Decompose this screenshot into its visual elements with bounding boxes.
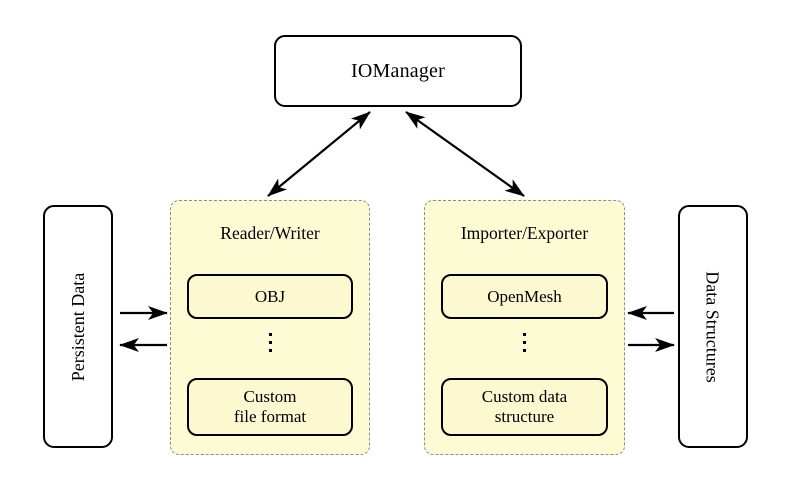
- item-custom-data-structure[interactable]: Custom data structure: [441, 378, 608, 436]
- ellipsis-reader-writer: [171, 333, 369, 352]
- ellipsis-dot: [523, 349, 526, 352]
- item-custom-data-structure-line1: Custom data: [481, 387, 568, 407]
- io-manager-node[interactable]: IOManager: [274, 35, 522, 107]
- ellipsis-importer-exporter: [425, 333, 624, 352]
- item-custom-data-structure-line2: structure: [494, 407, 555, 426]
- item-openmesh-label: OpenMesh: [487, 286, 562, 306]
- ellipsis-dot: [268, 341, 272, 344]
- panel-importer-exporter[interactable]: Importer/Exporter OpenMesh Custom data s…: [424, 200, 625, 455]
- item-obj-label: OBJ: [254, 286, 286, 306]
- panel-reader-writer[interactable]: Reader/Writer OBJ Custom file format: [170, 200, 370, 455]
- item-obj[interactable]: OBJ: [187, 274, 353, 319]
- panel-reader-writer-title: Reader/Writer: [220, 223, 320, 243]
- connector-manager-to-reader-writer: [267, 111, 371, 197]
- item-openmesh[interactable]: OpenMesh: [441, 274, 608, 319]
- ellipsis-dot: [523, 341, 526, 344]
- data-structures-label: Data Structures: [703, 270, 723, 383]
- ellipsis-dot: [523, 333, 526, 336]
- item-custom-file-format-line2: file format: [233, 407, 307, 426]
- item-custom-file-format-line1: Custom: [243, 387, 297, 407]
- data-structures-node[interactable]: Data Structures: [678, 205, 748, 448]
- io-manager-label: IOManager: [351, 59, 445, 82]
- item-custom-file-format[interactable]: Custom file format: [187, 378, 353, 436]
- persistent-data-label: Persistent Data: [68, 272, 89, 381]
- connector-manager-to-importer-exporter: [405, 111, 525, 197]
- panel-importer-exporter-title: Importer/Exporter: [460, 223, 589, 243]
- persistent-data-node[interactable]: Persistent Data: [43, 205, 113, 448]
- ellipsis-dot: [268, 349, 272, 352]
- ellipsis-dot: [268, 333, 272, 336]
